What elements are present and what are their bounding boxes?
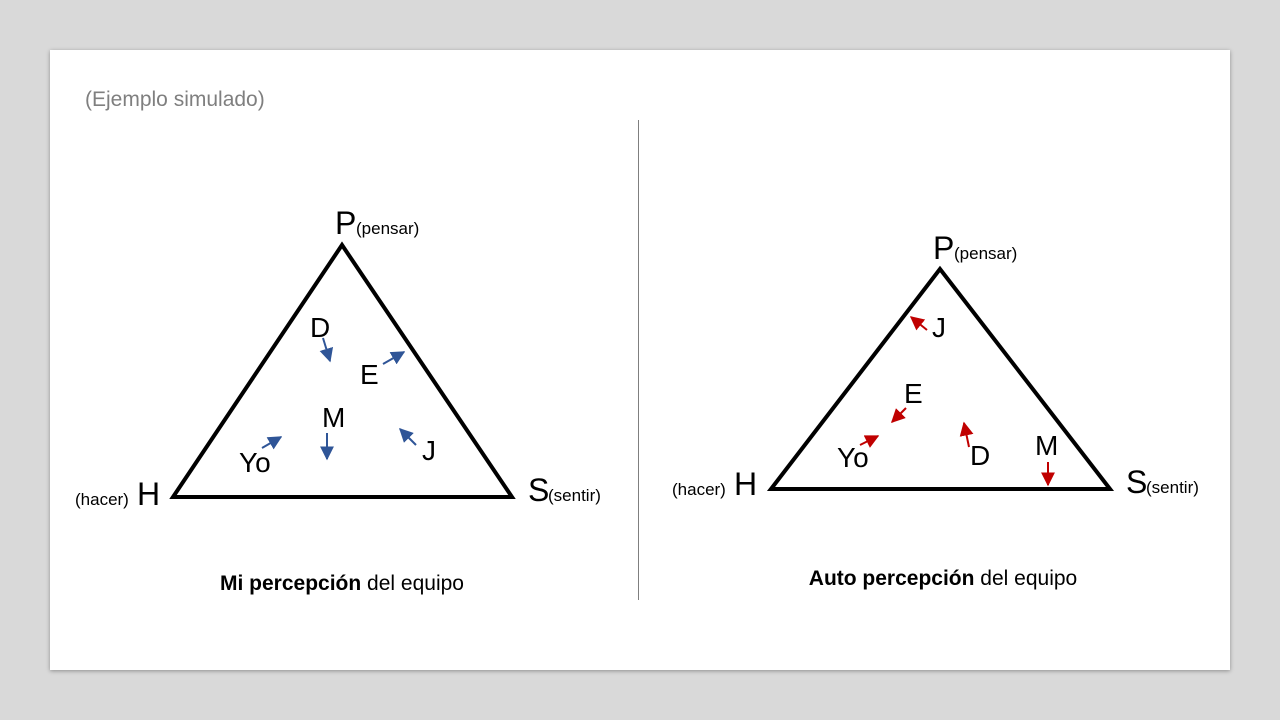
- right-vertex-p: P: [933, 230, 954, 266]
- left-caption-bold: Mi percepción: [220, 572, 362, 595]
- right-member-m: M: [1035, 430, 1058, 461]
- left-arrow-e: [382, 351, 406, 365]
- right-caption-bold: Auto percepción: [808, 567, 975, 590]
- left-triangle: [169, 241, 516, 499]
- slide: (Ejemplo simulado) P (pensar) (hacer) H …: [50, 50, 1230, 670]
- simulated-example-note: (Ejemplo simulado): [85, 88, 265, 111]
- left-vertex-p: P: [335, 205, 356, 241]
- left-arrow-yo: [261, 436, 283, 450]
- right-vertex-h-sub: (hacer): [672, 480, 726, 499]
- left-arrow-j: [399, 428, 417, 446]
- right-caption-rest: del equipo: [974, 567, 1078, 590]
- right-panel: P (pensar) (hacer) H S (sentir) J E Yo D…: [672, 230, 1199, 502]
- right-vertex-h: H: [734, 466, 757, 502]
- right-vertex-s-sub: (sentir): [1146, 478, 1199, 497]
- right-arrow-yo: [859, 435, 880, 448]
- left-vertex-p-sub: (pensar): [356, 219, 419, 238]
- left-panel: P (pensar) (hacer) H S (sentir) D E M J …: [75, 205, 601, 512]
- right-member-d: D: [970, 440, 990, 471]
- left-vertex-h: H: [137, 476, 160, 512]
- right-member-j: J: [932, 312, 946, 343]
- triangle-diagrams: P (pensar) (hacer) H S (sentir) D E M J …: [75, 205, 1199, 512]
- right-caption: Auto percepción del equipo: [809, 567, 1077, 591]
- right-triangle: [766, 265, 1115, 491]
- right-vertex-s: S: [1126, 464, 1147, 500]
- right-arrow-e: [891, 407, 907, 423]
- right-vertex-p-sub: (pensar): [954, 244, 1017, 263]
- left-member-e: E: [360, 359, 379, 390]
- right-arrow-j: [909, 316, 928, 331]
- left-vertex-s: S: [528, 472, 549, 508]
- left-member-j: J: [422, 435, 436, 466]
- left-member-yo: Yo: [239, 447, 271, 478]
- left-member-d: D: [310, 312, 330, 343]
- left-caption: Mi percepción del equipo: [220, 572, 464, 596]
- right-member-e: E: [904, 378, 923, 409]
- right-arrow-d: [959, 421, 974, 448]
- panel-divider: [638, 120, 639, 600]
- left-vertex-s-sub: (sentir): [548, 486, 601, 505]
- left-arrow-d: [319, 337, 334, 363]
- left-caption-rest: del equipo: [361, 572, 464, 595]
- left-vertex-h-sub: (hacer): [75, 490, 129, 509]
- right-member-yo: Yo: [837, 442, 869, 473]
- left-member-m: M: [322, 402, 345, 433]
